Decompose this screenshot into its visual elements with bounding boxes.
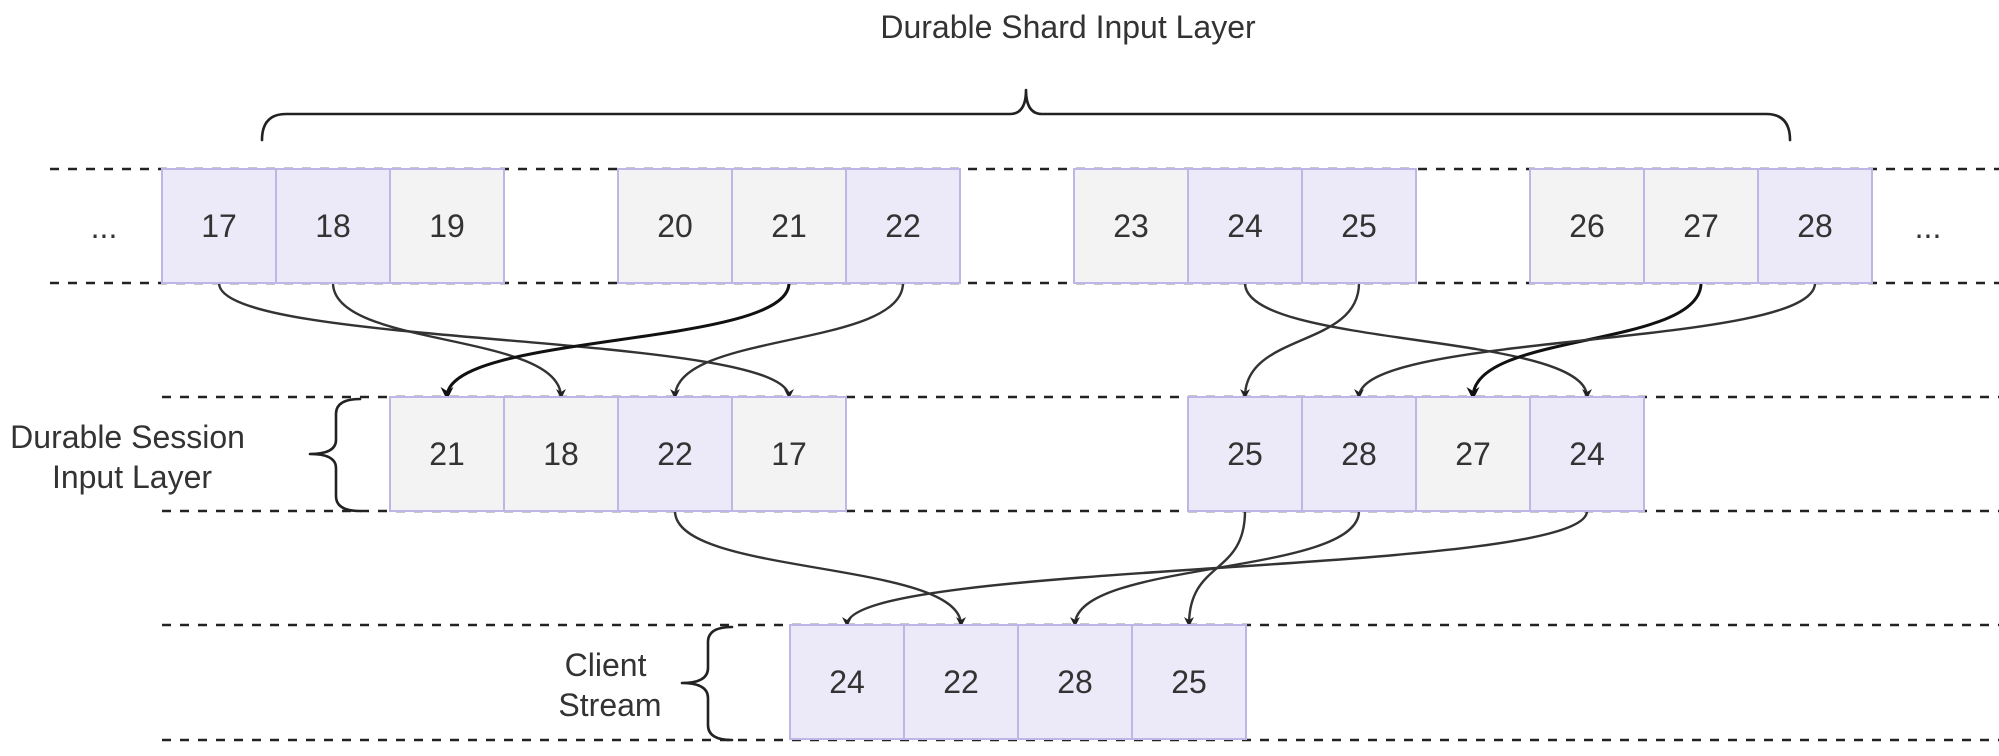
shard-cell-20 <box>617 168 733 284</box>
client-cell-label-28: 28 <box>1057 664 1093 700</box>
session-cell-27 <box>1415 396 1531 512</box>
shard-cell-22 <box>845 168 961 284</box>
client-cell-25 <box>1131 624 1247 740</box>
shard-cell-18 <box>275 168 391 284</box>
session-layer-label-line1: Durable Session <box>10 419 245 455</box>
session-layer-brace <box>308 397 362 513</box>
shard-cell-label-22: 22 <box>885 208 921 244</box>
session-cell-label-22: 22 <box>657 436 693 472</box>
session-layer-label: Durable Session Input Layer <box>10 419 254 495</box>
cell-rows: 17 18 19 20 21 22 23 24 25 26 27 28 21 18 22 17 25 28 27 24… <box>161 168 1873 740</box>
session-cell-label-28: 28 <box>1341 436 1377 472</box>
flow-arrow-shard-24-to-session-24 <box>1243 282 1592 399</box>
flow-arrows <box>217 282 1817 627</box>
session-cell-28 <box>1301 396 1417 512</box>
session-row: 21 18 22 17 25 28 27 24 <box>389 396 1645 512</box>
client-stream-brace <box>680 625 734 742</box>
client-cell-24 <box>789 624 905 740</box>
shard-row: 17 18 19 20 21 22 23 24 25 26 27 28 <box>161 168 1873 284</box>
session-cell-label-17: 17 <box>771 436 807 472</box>
session-cell-label-27: 27 <box>1455 436 1491 472</box>
session-cell-label-21: 21 <box>429 436 465 472</box>
client-stream-label-line2: Stream <box>558 687 661 723</box>
shard-cell-label-25: 25 <box>1341 208 1377 244</box>
shard-cell-label-20: 20 <box>657 208 693 244</box>
client-cell-label-25: 25 <box>1171 664 1207 700</box>
shard-cell-label-26: 26 <box>1569 208 1605 244</box>
client-cell-28 <box>1017 624 1133 740</box>
client-stream-label-line1: Client <box>565 647 647 683</box>
client-cell-22 <box>903 624 1019 740</box>
flow-arrow-shard-25-to-session-25 <box>1240 282 1361 399</box>
shard-row-ellipsis-left: ... <box>91 209 118 245</box>
session-layer-label-line2: Input Layer <box>52 459 212 495</box>
shard-cell-label-28: 28 <box>1797 208 1833 244</box>
shard-cell-25 <box>1301 168 1417 284</box>
shard-cell-19 <box>389 168 505 284</box>
shard-cell-24 <box>1187 168 1303 284</box>
shard-layer-title: Durable Shard Input Layer <box>880 9 1256 45</box>
client-cell-label-24: 24 <box>829 664 865 700</box>
session-cell-label-18: 18 <box>543 436 579 472</box>
flow-arrow-shard-28-to-session-28 <box>1354 282 1817 399</box>
shard-cell-label-27: 27 <box>1683 208 1719 244</box>
shard-cell-28 <box>1757 168 1873 284</box>
shard-cell-label-24: 24 <box>1227 208 1263 244</box>
flow-arrow-session-22-to-client-22 <box>673 510 966 627</box>
session-cell-label-25: 25 <box>1227 436 1263 472</box>
flow-arrow-shard-21-to-session-21 <box>440 282 791 400</box>
client-row: 24 22 28 25 <box>789 624 1247 740</box>
shard-row-ellipsis-right: ... <box>1915 209 1942 245</box>
session-cell-21 <box>389 396 505 512</box>
client-stream-label: Client Stream <box>558 647 661 723</box>
session-cell-22 <box>617 396 733 512</box>
session-cell-24 <box>1529 396 1645 512</box>
shard-cell-label-18: 18 <box>315 208 351 244</box>
client-cell-label-22: 22 <box>943 664 979 700</box>
shard-layer-brace <box>260 88 1792 142</box>
session-cell-17 <box>731 396 847 512</box>
shard-cell-label-21: 21 <box>771 208 807 244</box>
shard-cell-label-19: 19 <box>429 208 465 244</box>
session-cell-25 <box>1187 396 1303 512</box>
flow-arrow-shard-22-to-session-22 <box>670 282 905 399</box>
shard-cell-26 <box>1529 168 1645 284</box>
session-cell-label-24: 24 <box>1569 436 1605 472</box>
flow-arrow-shard-18-to-session-18 <box>331 282 566 399</box>
flow-arrow-shard-17-to-session-17 <box>217 282 794 399</box>
session-cell-18 <box>503 396 619 512</box>
flow-arrow-session-24-to-client-24 <box>842 510 1589 627</box>
shard-cell-label-17: 17 <box>201 208 237 244</box>
shard-cell-label-23: 23 <box>1113 208 1149 244</box>
